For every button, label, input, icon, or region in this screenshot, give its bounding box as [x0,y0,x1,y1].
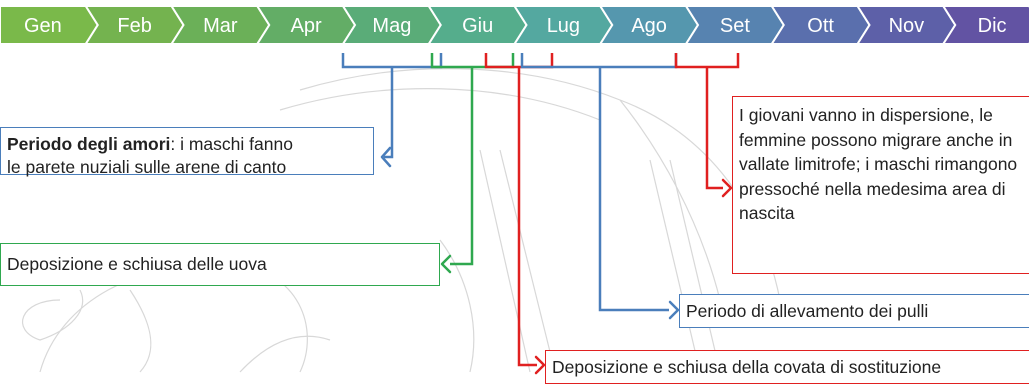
month-label-ago: Ago [631,15,667,37]
note-deposizione-uova: Deposizione e schiusa delle uova [0,243,440,286]
note-covata-sostituzione: Deposizione e schiusa della covata di so… [545,350,1029,384]
month-label-nov: Nov [889,15,925,37]
month-timeline: Gen Feb Mar Apr Mag Giu Lug Ago Set Ott Nov Dic [0,5,1029,45]
month-label-giu: Giu [462,15,493,37]
note-allevamento-pulli: Periodo di allevamento dei pulli [679,294,1029,328]
month-label-ott: Ott [807,15,834,37]
month-label-apr: Apr [291,15,322,37]
note-allevamento-text: Periodo di allevamento dei pulli [686,301,929,321]
note-deposizione-text: Deposizione e schiusa delle uova [7,254,267,274]
month-label-mag: Mag [372,15,411,37]
month-chevron-dic [941,5,1029,45]
note-sostituzione-text: Deposizione e schiusa della covata di so… [552,357,942,377]
note-amori-title: Periodo degli amori [7,134,171,154]
note-amori-text: : i maschi fanno [170,134,293,154]
month-label-gen: Gen [24,15,62,37]
note-amori-line2: le parete nuziali sulle arene di canto [7,157,287,177]
month-label-lug: Lug [547,15,580,37]
note-dispersione-giovani: I giovani vanno in dispersione, le femmi… [732,96,1029,274]
note-periodo-amori: Periodo degli amori: i maschi fanno le p… [0,127,374,177]
note-dispersione-text: I giovani vanno in dispersione, le femmi… [739,105,1018,223]
month-label-set: Set [720,15,750,37]
month-label-mar: Mar [203,15,238,37]
month-label-dic: Dic [978,15,1007,37]
month-label-feb: Feb [117,15,151,37]
